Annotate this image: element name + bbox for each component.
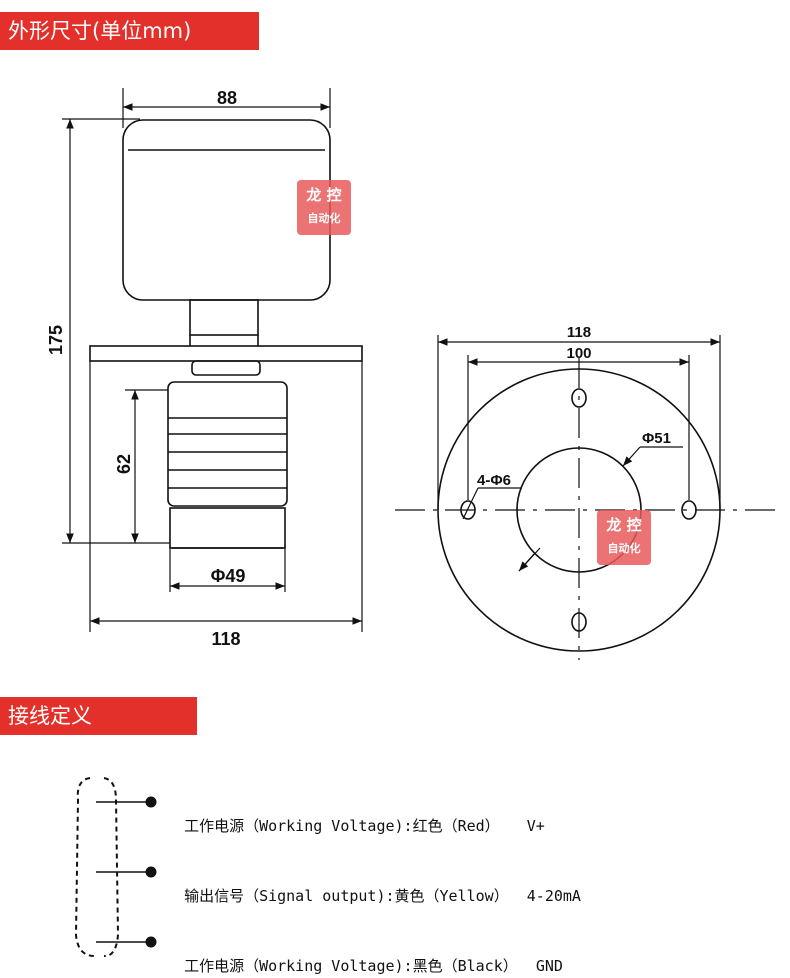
wire-value: 4-20mA — [526, 887, 581, 905]
wire-row-vplus: 工作电源（Working Voltage):红色（Red） V+ — [166, 790, 545, 835]
dim-outer-width: 118 — [567, 324, 591, 341]
dim-inner-diameter: Φ51 — [642, 430, 671, 447]
wire-terminal-signal — [145, 866, 157, 878]
probe-body — [167, 381, 288, 507]
watermark-logo: 龙 控 自动化 — [597, 510, 651, 565]
probe-tip — [169, 507, 286, 549]
sensor-neck — [189, 299, 259, 336]
dim-bottom-diameter: Φ49 — [211, 566, 246, 586]
wire-value: GND — [535, 957, 563, 975]
svg-text:自动化: 自动化 — [308, 211, 341, 225]
wire-value: V+ — [526, 817, 545, 835]
dim-bolt-span: 100 — [566, 345, 591, 362]
wire-row-gnd: 工作电源（Working Voltage):黑色（Black） GND — [166, 930, 563, 975]
wire-terminal-gnd — [145, 936, 157, 948]
dim-height-lower: 62 — [114, 454, 134, 474]
wire-row-signal: 输出信号（Signal output):黄色（Yellow） 4-20mA — [166, 860, 581, 905]
wiring-section-header: 接线定义 — [0, 697, 197, 735]
svg-text:自动化: 自动化 — [608, 541, 641, 555]
dim-top-width: 88 — [217, 88, 237, 108]
watermark-logo: 龙 控 自动化 — [297, 180, 351, 235]
dim-height-total: 175 — [46, 325, 66, 355]
wire-label: 输出信号（Signal output):黄色（Yellow） — [184, 887, 509, 905]
flange-plate — [89, 345, 363, 362]
dimensions-section-header: 外形尺寸(单位mm) — [0, 12, 259, 50]
dim-holes: 4-Φ6 — [477, 472, 511, 489]
wiring-diagram — [74, 777, 157, 958]
dim-flange-width: 118 — [211, 629, 240, 649]
wire-terminal-vplus — [145, 796, 157, 808]
svg-text:龙 控: 龙 控 — [605, 516, 641, 534]
bolt-hole-top — [571, 388, 587, 408]
wire-label: 工作电源（Working Voltage):红色（Red） — [184, 817, 500, 835]
svg-text:龙 控: 龙 控 — [305, 186, 341, 204]
wire-label: 工作电源（Working Voltage):黑色（Black） — [184, 957, 518, 975]
